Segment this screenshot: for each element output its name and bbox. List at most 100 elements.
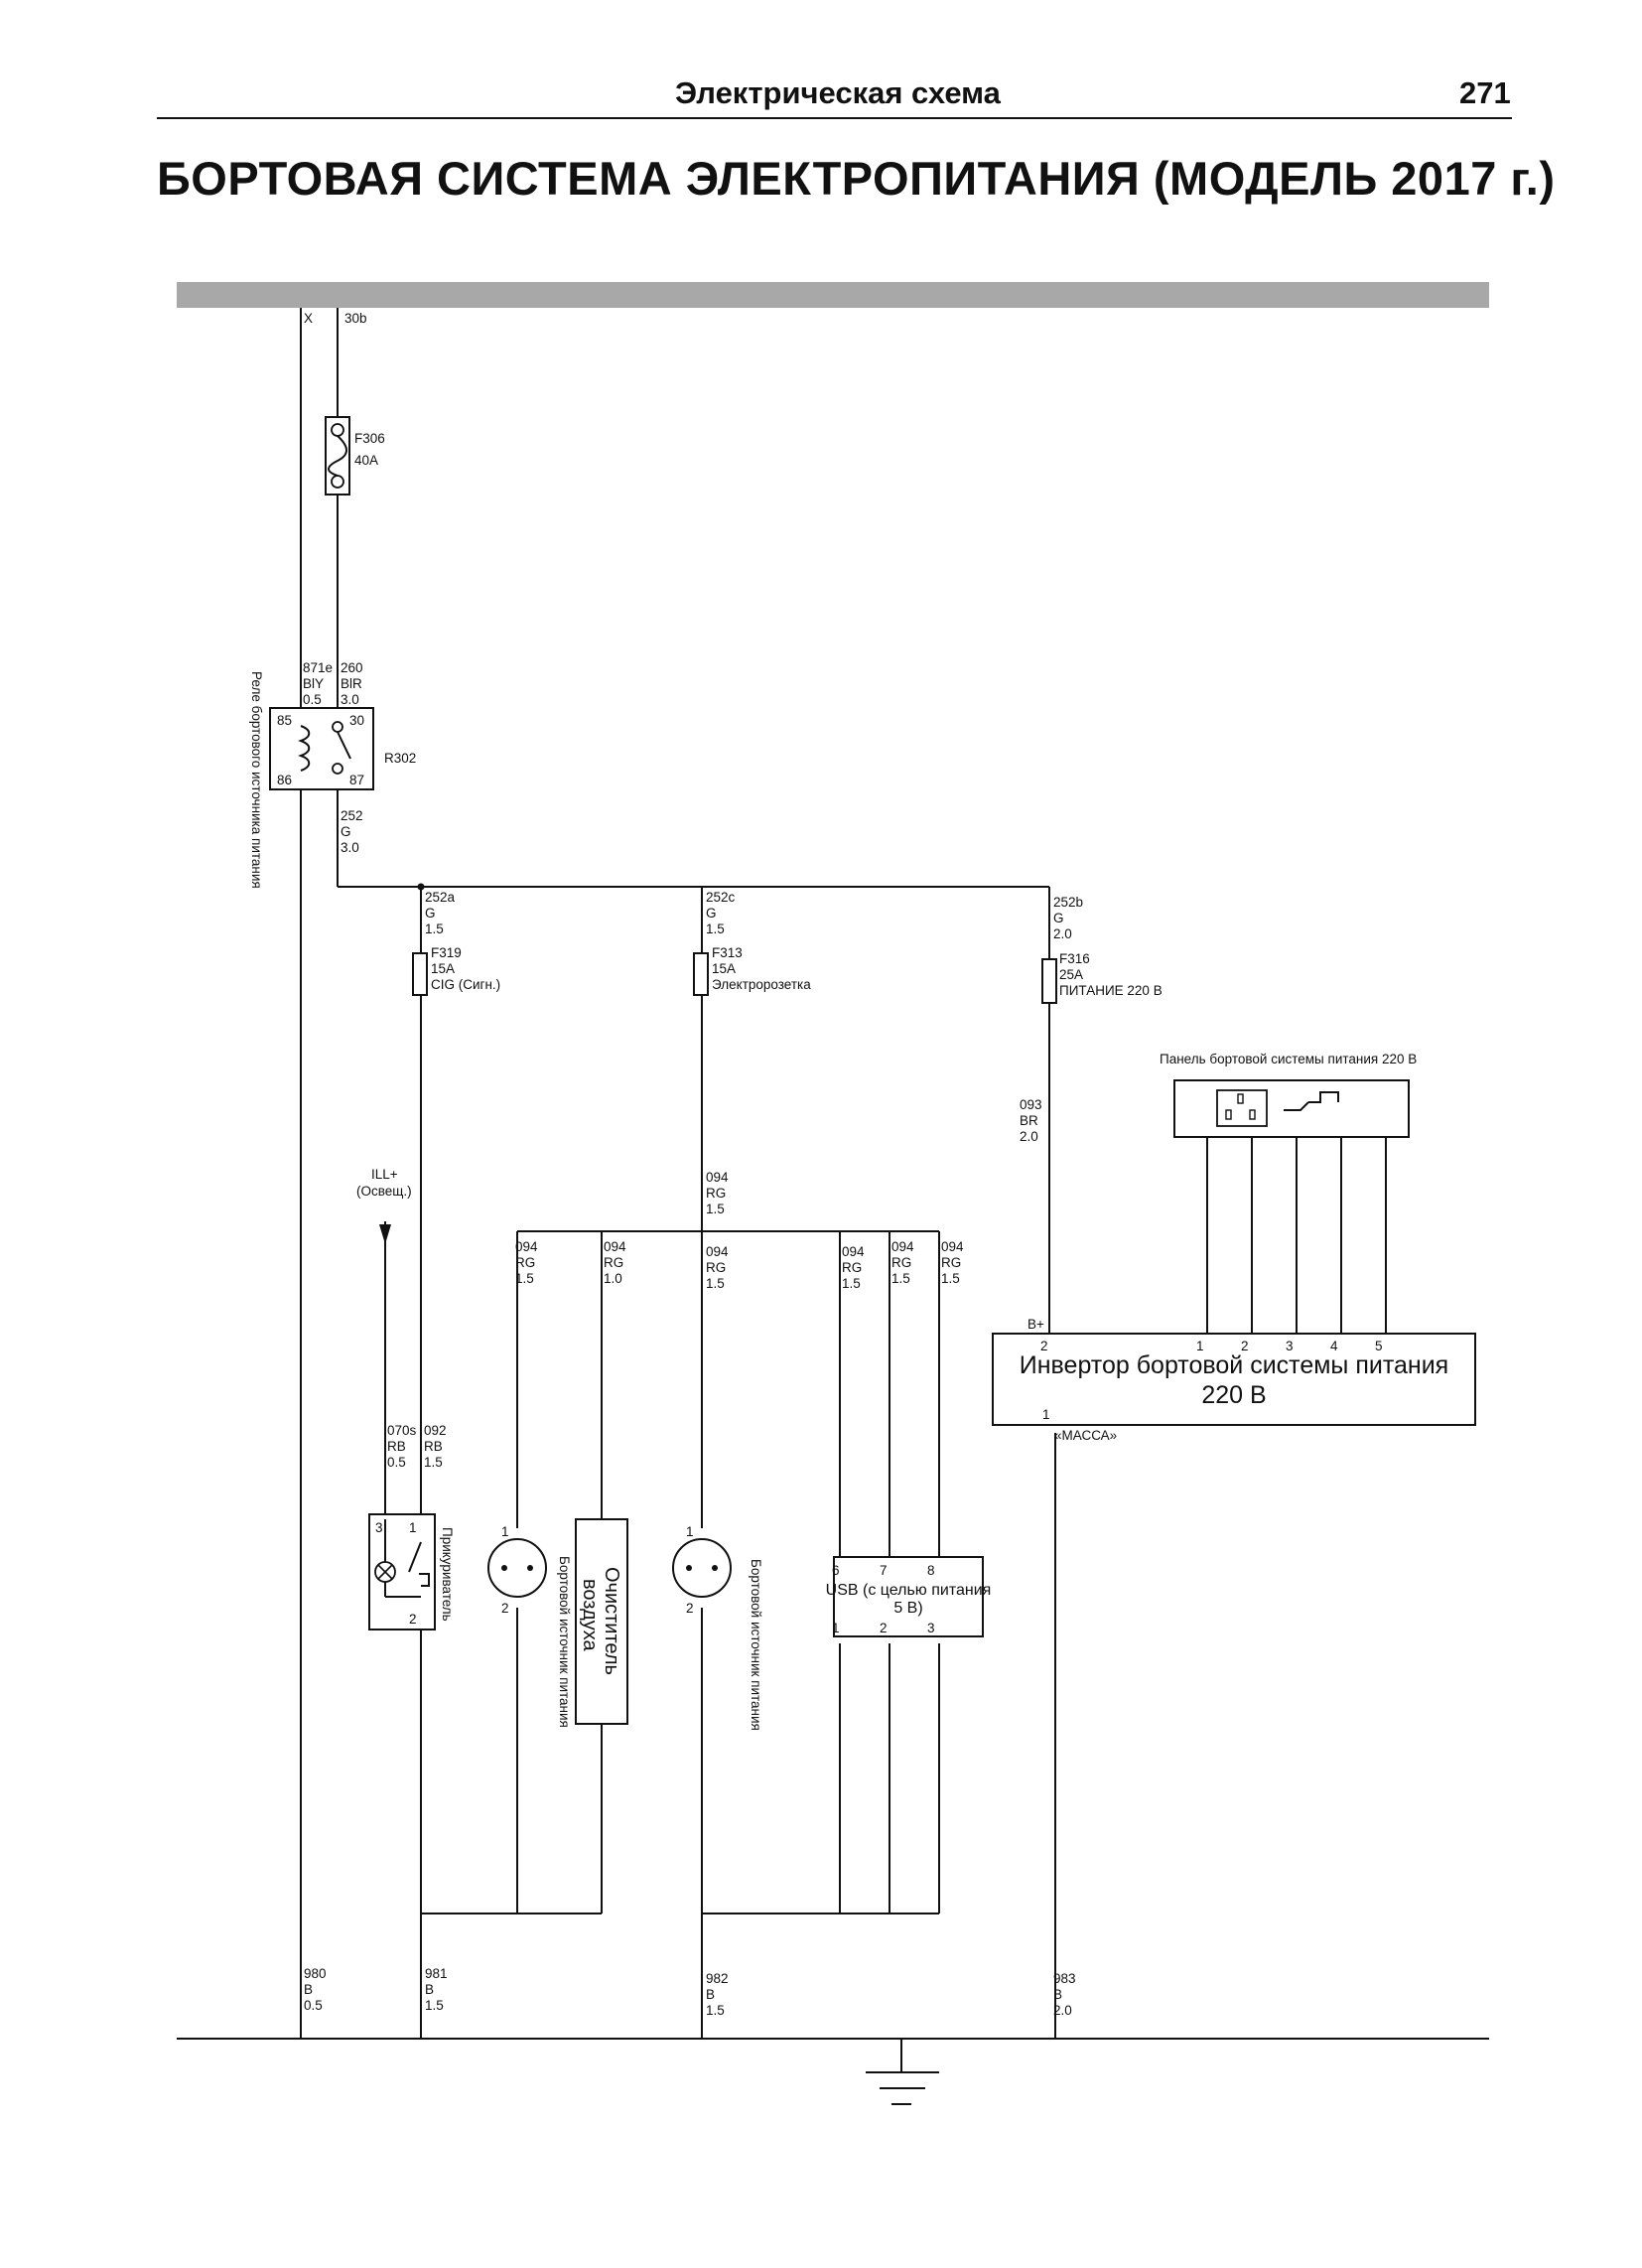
wire-label-980: 980 B 0.5: [304, 1966, 327, 2013]
svg-text:094: 094: [891, 1239, 914, 1254]
svg-text:1.5: 1.5: [706, 2003, 725, 2018]
power-socket-1: [487, 1538, 547, 1598]
header-title: Электрическая схема: [675, 75, 1001, 110]
socket2-pin-1: 1: [686, 1524, 694, 1539]
fuse-f306: [325, 416, 350, 496]
relay-pin-85: 85: [277, 713, 292, 728]
svg-text:1.0: 1.0: [604, 1271, 622, 1286]
svg-text:1.5: 1.5: [425, 921, 444, 936]
usb-pin-3: 3: [927, 1621, 935, 1635]
inverter-pin-1: 1: [1042, 1407, 1050, 1422]
inverter-top-pin-5: 5: [1375, 1339, 1383, 1353]
socket1-pin-1: 1: [501, 1524, 509, 1539]
svg-text:1.5: 1.5: [425, 1998, 444, 2013]
fuse-f313: [693, 952, 709, 996]
svg-text:252: 252: [341, 808, 363, 823]
page-number: 271: [1459, 75, 1511, 110]
usb-module: [833, 1556, 984, 1637]
svg-text:252b: 252b: [1053, 895, 1083, 910]
bus-label-30b: 30b: [344, 311, 367, 326]
svg-text:3.0: 3.0: [341, 692, 359, 707]
wire-label-871e: 871e BlY 0.5: [303, 660, 333, 707]
wire-label-252a: 252a G 1.5: [425, 890, 456, 936]
lighter-pin-3: 3: [375, 1520, 383, 1535]
socket2-pin-2: 2: [686, 1601, 694, 1616]
svg-text:RG: RG: [604, 1255, 623, 1270]
wire-label-093: 093 BR 2.0: [1020, 1097, 1042, 1144]
page-title: БОРТОВАЯ СИСТЕМА ЭЛЕКТРОПИТАНИЯ (МОДЕЛЬ …: [157, 152, 1556, 205]
svg-text:1.5: 1.5: [941, 1271, 960, 1286]
svg-text:093: 093: [1020, 1097, 1042, 1112]
svg-text:980: 980: [304, 1966, 327, 1981]
inverter-top-pin-4: 4: [1330, 1339, 1338, 1353]
svg-text:RG: RG: [941, 1255, 961, 1270]
wire-label-094-d: 094 RG 1.5: [842, 1244, 865, 1291]
fuse-f316: [1041, 958, 1057, 1004]
svg-text:RG: RG: [842, 1260, 862, 1275]
svg-text:0.5: 0.5: [387, 1455, 406, 1470]
usb-pin-7: 7: [880, 1563, 888, 1578]
power-bus: [177, 282, 1489, 308]
panel-title: Панель бортовой системы питания 220 В: [1160, 1052, 1417, 1066]
wire-label-252: 252 G 3.0: [341, 808, 363, 855]
svg-text:B: B: [706, 1987, 715, 2002]
power-socket-2: [672, 1538, 732, 1598]
wire-label-981: 981 B 1.5: [425, 1966, 448, 2013]
wire-label-094-f: 094 RG 1.5: [941, 1239, 964, 1286]
relay-pin-30: 30: [349, 713, 364, 728]
fuse-f319-amp: 15A: [431, 961, 455, 976]
inverter-pin-2: 2: [1040, 1339, 1048, 1353]
usb-label-line1: USB (с целью питания: [826, 1582, 992, 1599]
svg-text:BR: BR: [1020, 1113, 1038, 1128]
fuse-f313-id: F313: [712, 945, 743, 960]
wire-label-982: 982 B 1.5: [706, 1971, 729, 2018]
svg-text:252c: 252c: [706, 890, 736, 905]
svg-text:094: 094: [842, 1244, 865, 1259]
wire-label-094-a: 094 RG 1.5: [515, 1239, 538, 1286]
air-cleaner: [575, 1518, 628, 1725]
svg-text:G: G: [706, 906, 717, 921]
svg-text:B: B: [1053, 1987, 1062, 2002]
wire-label-252c: 252c G 1.5: [706, 890, 736, 936]
svg-text:871e: 871e: [303, 660, 333, 675]
socket2-name: Бортовой источник питания: [749, 1559, 763, 1731]
inverter-label-line2: 220 В: [1201, 1381, 1266, 1409]
svg-text:070s: 070s: [387, 1423, 417, 1438]
wire-label-094-c: 094 RG 1.5: [706, 1244, 729, 1291]
svg-text:G: G: [425, 906, 436, 921]
inverter-massa: «МАССА»: [1054, 1428, 1117, 1443]
socket1-name: Бортовой источник питания: [557, 1556, 572, 1728]
svg-text:094: 094: [706, 1170, 729, 1185]
svg-text:1.5: 1.5: [424, 1455, 443, 1470]
svg-text:092: 092: [424, 1423, 447, 1438]
svg-text:BlY: BlY: [303, 676, 324, 691]
lighter-name: Прикуриватель: [440, 1527, 455, 1622]
svg-text:BlR: BlR: [341, 676, 362, 691]
lighter-pin-1: 1: [409, 1520, 417, 1535]
svg-text:0.5: 0.5: [303, 692, 322, 707]
inverter-220v: [992, 1333, 1476, 1426]
fuse-f316-desc: ПИТАНИЕ 220 В: [1059, 983, 1163, 998]
fuse-f306-id: F306: [354, 431, 385, 446]
fuse-f313-desc: Электророзетка: [712, 977, 811, 992]
svg-text:B: B: [425, 1982, 434, 1997]
usb-pin-6: 6: [832, 1563, 840, 1578]
svg-text:981: 981: [425, 1966, 448, 1981]
relay-pin-86: 86: [277, 773, 292, 787]
usb-pin-2: 2: [880, 1621, 888, 1635]
inverter-top-pin-2: 2: [1241, 1339, 1249, 1353]
svg-text:1.5: 1.5: [706, 1276, 725, 1291]
svg-text:983: 983: [1053, 1971, 1076, 1986]
lighter-pin-2: 2: [409, 1612, 417, 1627]
ill-label: ILL+: [371, 1167, 398, 1182]
fuse-f306-amp: 40A: [354, 453, 378, 468]
fuse-f316-amp: 25A: [1059, 967, 1083, 982]
usb-pin-1: 1: [832, 1621, 840, 1635]
relay-name: Реле бортового источника питания: [249, 671, 264, 889]
svg-text:2.0: 2.0: [1053, 926, 1072, 941]
usb-pin-8: 8: [927, 1563, 935, 1578]
bus-label-x: X: [304, 311, 313, 326]
inverter-top-pin-1: 1: [1196, 1339, 1204, 1353]
wire-label-070s: 070s RB 0.5: [387, 1423, 417, 1470]
